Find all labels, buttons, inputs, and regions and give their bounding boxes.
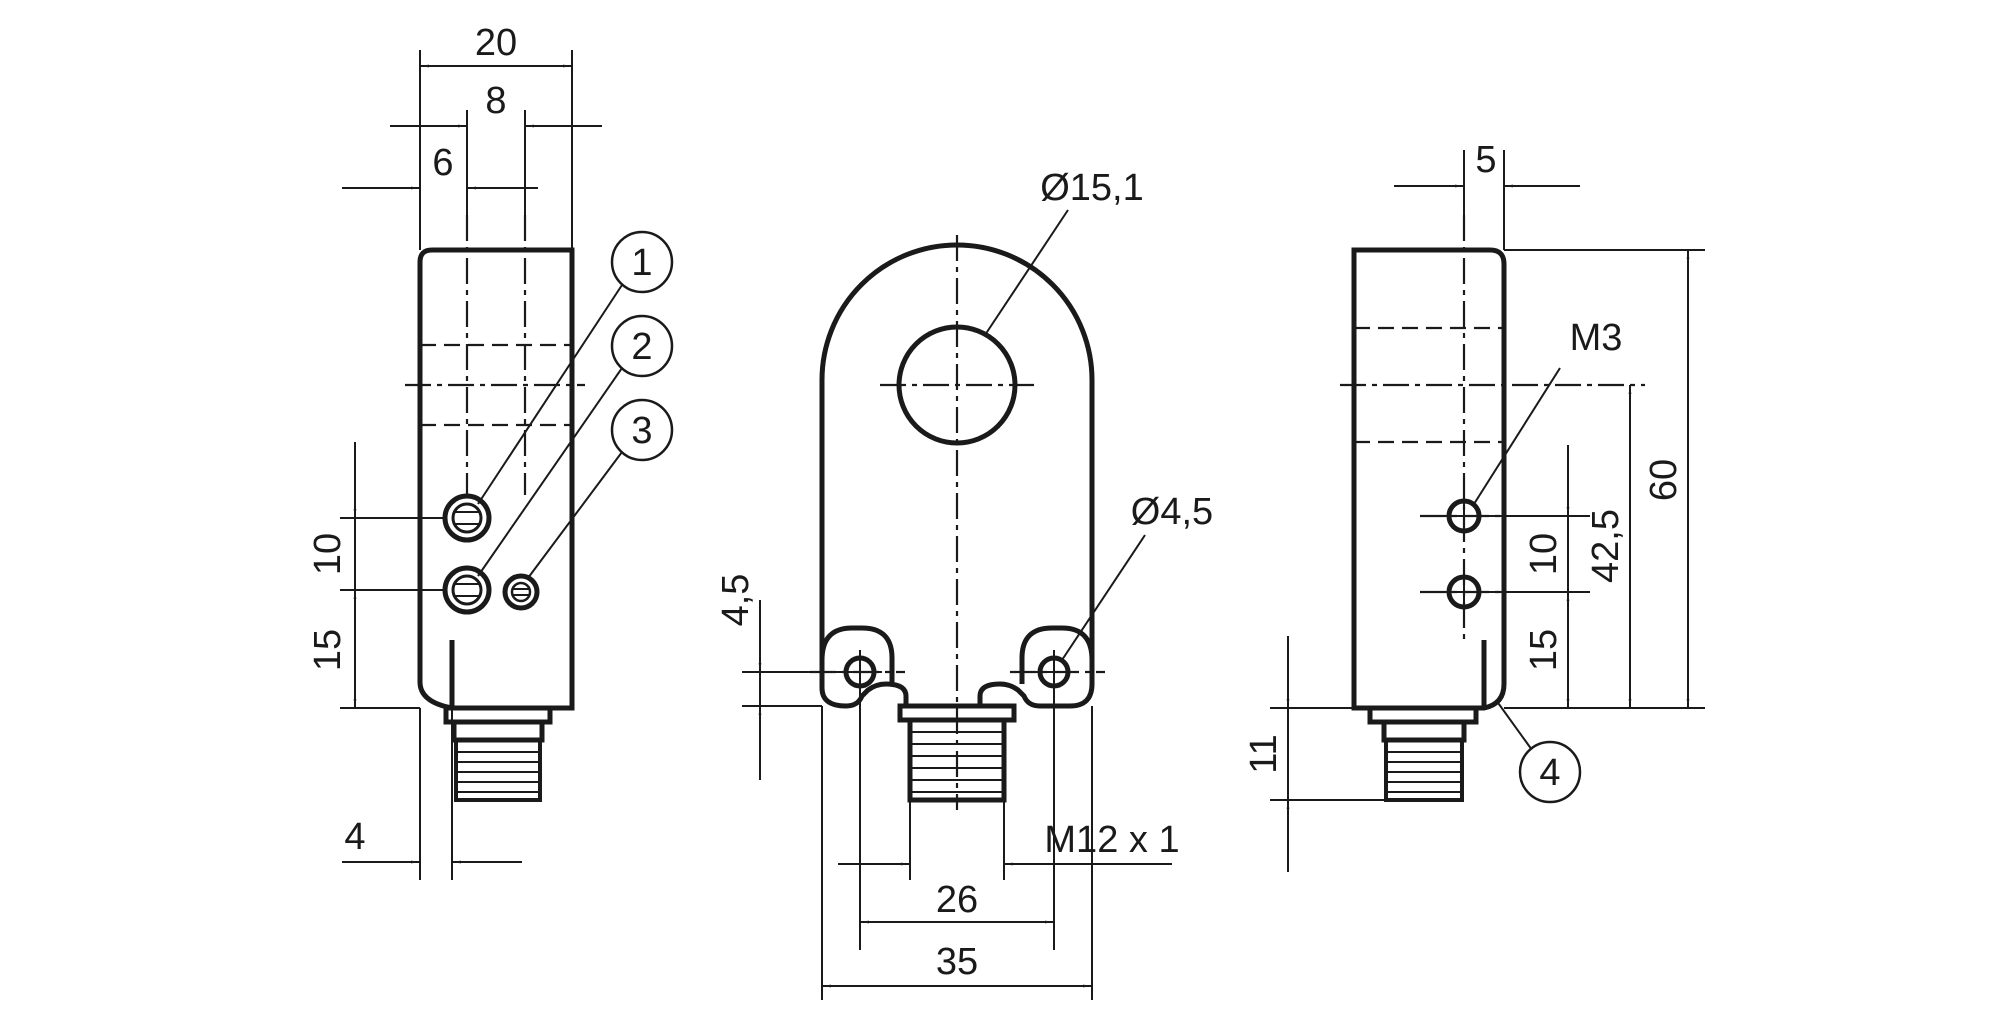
balloon-2-label: 2 [631,326,652,368]
dim-thread: M12 x 1 [1044,819,1179,861]
dim-m3: M3 [1570,317,1623,359]
right-housing [1351,247,1507,711]
flange-right [1019,625,1095,684]
left-side-view: 1 2 3 20 8 6 10 15 [307,22,674,880]
dim-10-left: 10 [307,533,349,575]
leader-3 [527,451,623,579]
dim-hole: Ø4,5 [1131,491,1213,533]
leader-4 [1495,699,1533,751]
balloon-2: 2 [610,314,674,378]
balloon-1: 1 [610,230,674,294]
balloon-1-label: 1 [631,242,652,284]
dim-4-5: 4,5 [715,574,757,627]
left-connector [443,705,553,802]
dim-60: 60 [1643,459,1685,501]
dim-15-left: 15 [307,629,349,671]
balloon-3: 3 [610,398,674,462]
dim-35: 35 [936,941,978,983]
dim-11: 11 [1243,734,1285,773]
dim-8: 8 [485,80,506,122]
leader-1 [477,284,623,505]
leader-2 [477,367,623,577]
balloon-3-label: 3 [631,410,652,452]
dim-26: 26 [936,879,978,921]
bore-leader [984,209,1069,336]
front-view: Ø15,1 Ø4,5 4,5 M12 x 1 26 35 [715,167,1213,1000]
dim-15-right: 15 [1523,629,1565,671]
balloon-4-label: 4 [1539,752,1560,794]
dim-6: 6 [432,142,453,184]
left-housing [417,247,575,711]
m3-leader [1473,367,1561,505]
led-3 [502,573,540,611]
right-connector [1367,705,1479,802]
balloon-4: 4 [1518,740,1582,804]
front-connector [897,703,1017,803]
dim-20: 20 [475,22,517,64]
flange-left [819,625,895,684]
right-side-view: M3 5 10 15 42,5 60 11 [1243,139,1705,872]
dim-10-right: 10 [1523,533,1565,575]
dim-5: 5 [1475,139,1496,181]
dim-42-5: 42,5 [1585,509,1627,583]
hole-leader [1061,534,1146,661]
dim-bore: Ø15,1 [1040,167,1144,209]
dim-4: 4 [344,816,365,858]
